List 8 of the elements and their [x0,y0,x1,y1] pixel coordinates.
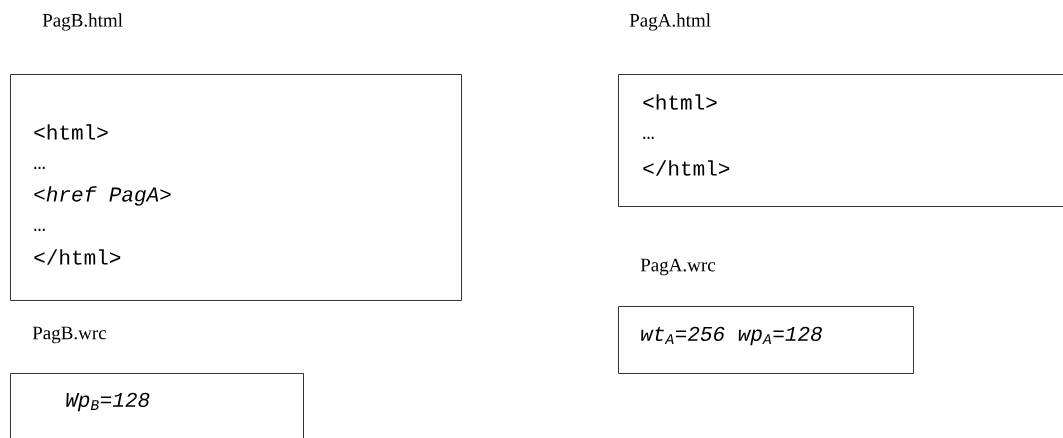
code-box: PagA.wrc wt$_{A}$=256 wp$_{A}$=128 [618,258,914,374]
node-label: PagA.wrc [640,258,716,276]
code-box: PagB.wrc Wp$_{B}$=128 [10,326,304,438]
node-label: PagA.html [629,13,711,31]
node-label: PagB.wrc [32,326,107,344]
node-label: PagB.html [42,13,123,31]
code-box: PagA.html <html> … </html> [618,13,1063,207]
code-box: PagB.html <html> … <href PagA> … </html> [10,13,462,301]
